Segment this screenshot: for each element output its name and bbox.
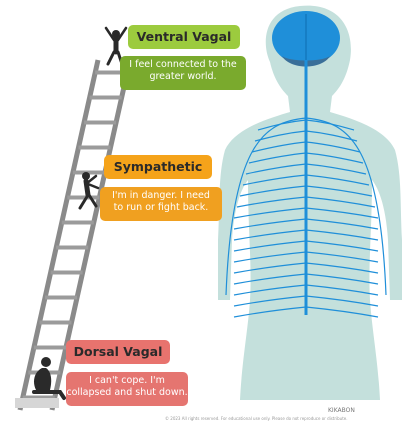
ladder-base <box>15 398 59 408</box>
ventral-vagal-note: I feel connected to the greater world. <box>120 56 246 90</box>
ventral-note-line-1: I feel connected to the <box>120 59 246 71</box>
footer-fine-print: © 2023 All rights reserved. For educatio… <box>165 416 348 421</box>
dorsal-note-line-1: I can't cope. I'm <box>66 375 188 387</box>
dorsal-vagal-note: I can't cope. I'm collapsed and shut dow… <box>66 372 188 406</box>
sympathetic-note-line-1: I'm in danger. I need <box>100 190 222 202</box>
ventral-vagal-title: Ventral Vagal <box>128 25 240 49</box>
dorsal-vagal-title: Dorsal Vagal <box>66 340 170 364</box>
person-climbing-icon <box>80 172 98 208</box>
brand-logo: KIKABON <box>328 407 355 414</box>
sympathetic-title: Sympathetic <box>104 155 212 179</box>
sympathetic-note: I'm in danger. I need to run or fight ba… <box>100 187 222 221</box>
ventral-note-line-2: greater world. <box>120 71 246 83</box>
sympathetic-note-line-2: to run or fight back. <box>100 202 222 214</box>
dorsal-note-line-2: collapsed and shut down. <box>66 387 188 399</box>
